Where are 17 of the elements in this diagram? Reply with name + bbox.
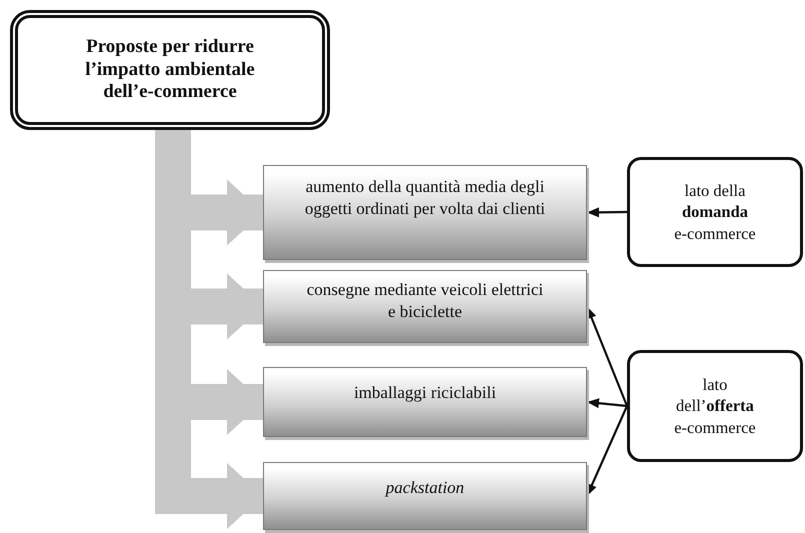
process-box: [263, 462, 587, 530]
node-text: aumento della quantità media degli oggetti ordinati per volta dai clienti: [304, 176, 546, 220]
arrow: [586, 207, 628, 218]
node-text: lato della domanda e-commerce: [674, 180, 756, 244]
callout-box: [627, 157, 803, 267]
process-box: [263, 165, 587, 260]
title-box: [10, 10, 330, 130]
node-text: packstation: [386, 477, 464, 499]
arrow: [586, 406, 628, 496]
arrow: [586, 398, 628, 408]
callout-box: [627, 350, 803, 462]
node-text: imballaggi riciclabili: [354, 382, 496, 404]
node-text: Proposte per ridurre l’impatto ambientale dell’e-commerce: [84, 36, 256, 104]
node-text: lato dell’offerta e-commerce: [674, 374, 756, 438]
node-text: consegne mediante veicoli elettrici e biciclette: [306, 279, 544, 324]
process-box: [263, 367, 587, 437]
process-box: [263, 270, 587, 343]
